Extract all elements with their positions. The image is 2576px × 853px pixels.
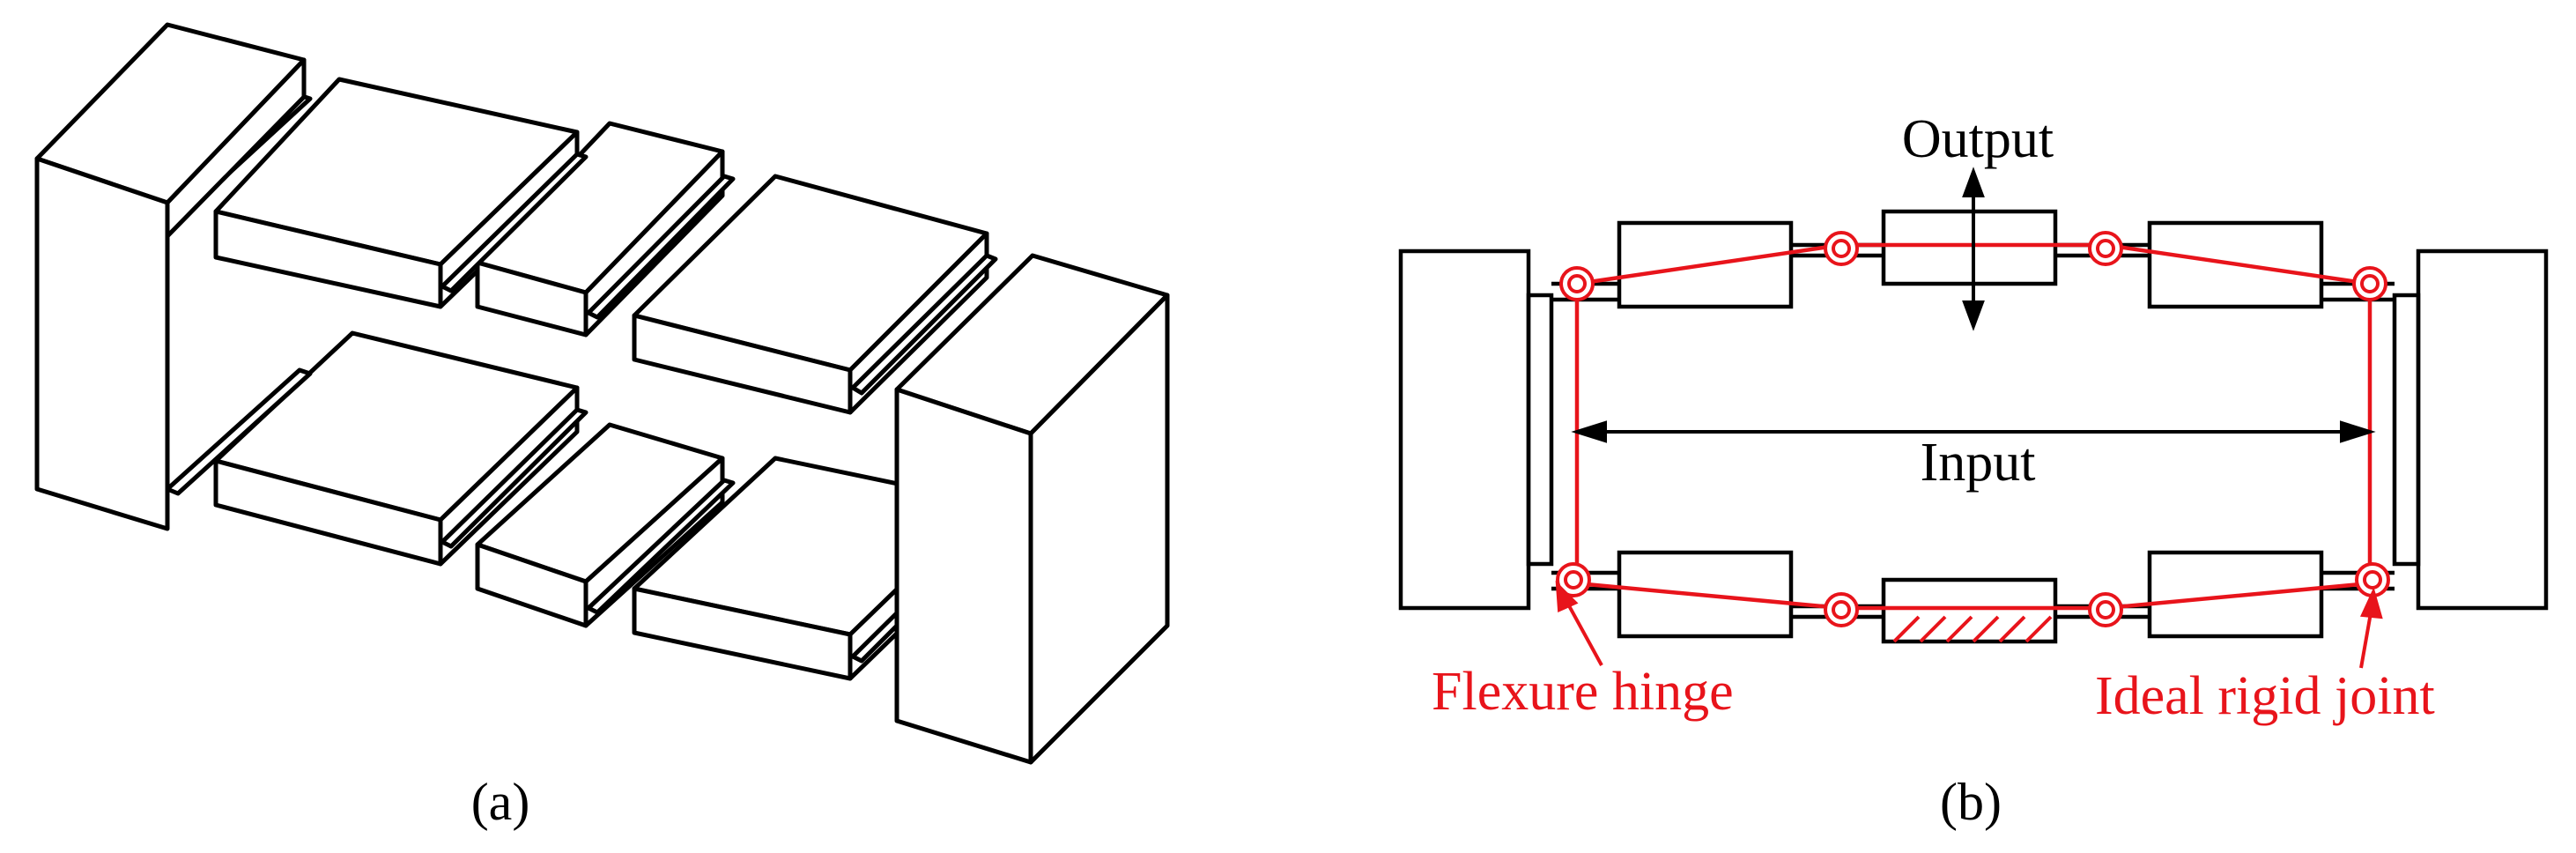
joint-upper-right <box>2352 266 2387 301</box>
left-rigid-link <box>1526 293 1554 567</box>
panel-a-drawing <box>34 22 1170 765</box>
right-base <box>2416 248 2549 611</box>
joint-lower-mid-left <box>1824 592 1859 627</box>
output-label: Output <box>1902 109 2054 169</box>
ideal-rigid-joint-label: Ideal rigid joint <box>2095 666 2435 726</box>
ground-block <box>1881 577 2058 644</box>
joint-upper-left <box>1559 266 1595 301</box>
lower-right-block <box>2147 550 2324 639</box>
panel-b-caption: (b) <box>1940 773 2002 831</box>
upper-right-block <box>2147 220 2324 309</box>
left-base-block <box>34 22 307 531</box>
joint-upper-mid-left <box>1824 231 1859 266</box>
lower-hinge-1 <box>165 367 313 496</box>
joint-upper-mid-right <box>2088 231 2123 266</box>
lower-hinge-3 <box>586 478 736 615</box>
right-rigid-link <box>2392 293 2421 567</box>
lower-left-block <box>1617 550 1794 639</box>
joint-lower-right <box>2355 562 2390 597</box>
upper-left-block <box>1617 220 1794 309</box>
flexure-hinge-label: Flexure hinge <box>1432 662 1734 722</box>
leader-arrows <box>1555 580 2383 669</box>
input-arrow <box>1571 420 2376 443</box>
left-base <box>1398 248 1531 611</box>
upper-hinge-2 <box>440 152 588 293</box>
joint-markers <box>1556 231 2390 627</box>
input-label: Input <box>1921 433 2036 493</box>
right-base-block <box>894 253 1170 765</box>
lower-hinge-2 <box>440 407 588 549</box>
upper-chain <box>165 77 998 415</box>
upper-hinge-4 <box>850 253 998 396</box>
panel-a-caption: (a) <box>471 773 530 831</box>
upper-hinge-3 <box>586 174 736 320</box>
ground-hatching <box>1892 615 2053 643</box>
joint-lower-mid-right <box>2088 592 2123 627</box>
output-arrow <box>1962 167 1985 331</box>
flexure-leader <box>1565 600 1603 666</box>
output-block <box>1881 209 2058 286</box>
joint-lower-left <box>1556 562 1591 597</box>
rigid-joint-leader <box>2359 607 2373 669</box>
